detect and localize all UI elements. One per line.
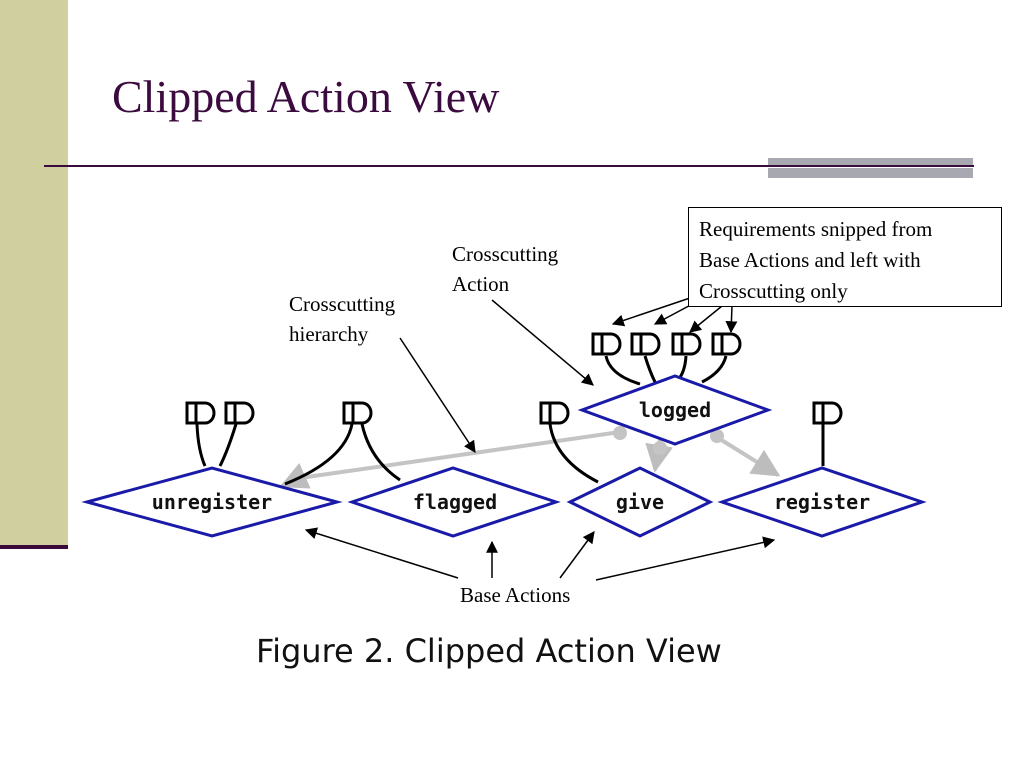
tag-wire [548, 423, 599, 484]
title-rule-accent-bottom [768, 168, 973, 178]
node-label-unregister: unregister [152, 490, 272, 514]
tag-wire [360, 423, 401, 482]
figure-caption: Figure 2. Clipped Action View [256, 632, 722, 670]
tag-wire [604, 355, 641, 386]
callout-line: Requirements snipped from [699, 217, 933, 241]
callout-line: Base Actions and left with [699, 248, 921, 272]
hierarchy-node-dot [613, 426, 627, 440]
arrow-crosscutting-action [491, 299, 594, 386]
requirement-tag-icon [539, 401, 570, 425]
arrow-base-register [595, 536, 776, 581]
arrow-callout-tag4 [725, 305, 738, 334]
arrow-base-unregister [304, 527, 459, 579]
node-label-flagged: flagged [413, 490, 497, 514]
crosscutting-hierarchy-label-line1: Crosscutting [289, 292, 396, 316]
title-rule-accent-top [768, 158, 973, 165]
base-actions-label: Base Actions [460, 583, 570, 607]
crosscutting-hierarchy-label-line2: hierarchy [289, 322, 369, 346]
hierarchy-node-dot [710, 429, 724, 443]
requirement-tags [185, 332, 843, 486]
requirement-tag-icon [591, 332, 622, 356]
tag-wire [284, 423, 354, 486]
requirement-tag-icon [711, 332, 742, 356]
node-label-register: register [774, 490, 870, 514]
node-label-logged: logged [639, 398, 711, 422]
title-rule [44, 165, 974, 167]
requirement-tag-icon [224, 401, 255, 425]
requirement-tag-icon [671, 332, 702, 356]
requirement-tag-icon [342, 401, 373, 425]
action-node-flagged [347, 466, 561, 538]
action-node-unregister [81, 466, 343, 538]
requirement-tag-icon [185, 401, 216, 425]
requirement-tag-icon [812, 401, 843, 425]
arrow-crosscutting-hierarchy [399, 337, 476, 454]
tag-wire [195, 423, 207, 467]
left-decor-underline [0, 545, 68, 549]
left-decor-band [0, 0, 68, 545]
requirements-callout-box: Requirements snipped from Base Actions a… [688, 207, 1002, 307]
action-node-logged [577, 374, 773, 446]
action-node-register [717, 466, 927, 538]
action-node-give [566, 466, 714, 538]
callout-line: Crosscutting only [699, 279, 848, 303]
node-label-give: give [616, 490, 664, 514]
arrow-base-give [559, 531, 595, 579]
crosscutting-action-label-line1: Crosscutting [452, 242, 559, 266]
requirement-tag-icon [630, 332, 661, 356]
slide-title: Clipped Action View [112, 71, 500, 122]
crosscutting-action-label-line2: Action [452, 272, 510, 296]
hierarchy-node-dot [653, 441, 667, 455]
tag-wire [701, 355, 728, 384]
arrow-callout-tag1 [611, 297, 691, 327]
hierarchy-link-register [713, 434, 781, 477]
tag-wire [643, 355, 657, 383]
arrow-callout-tag3 [689, 305, 723, 333]
tag-wire [218, 423, 238, 467]
